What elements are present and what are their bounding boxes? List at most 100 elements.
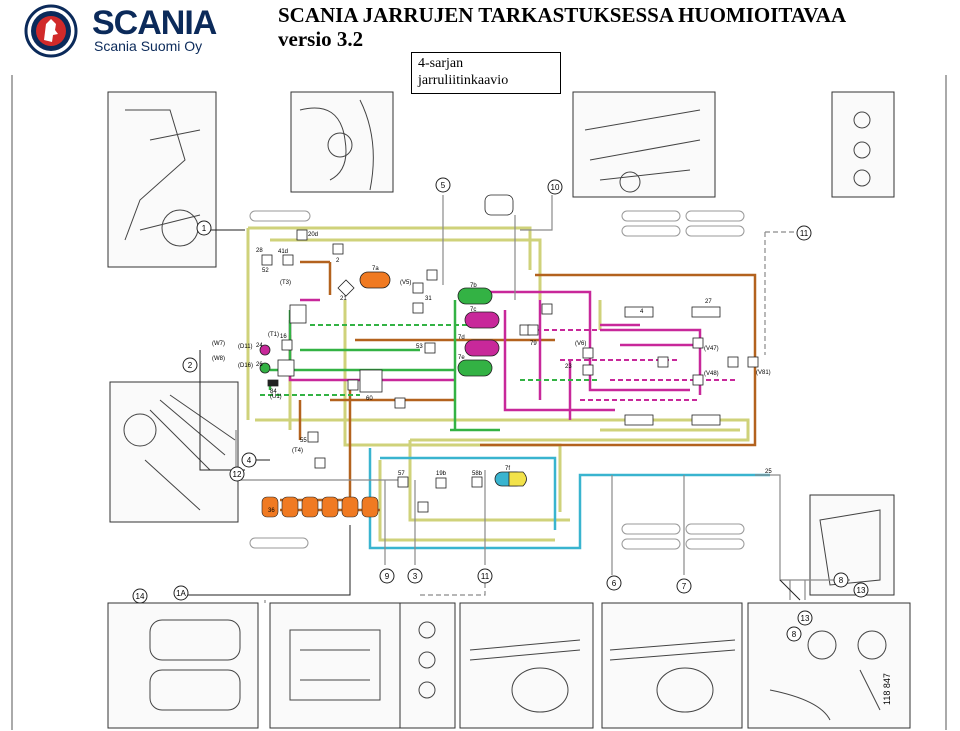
- detail-trailer-coupling: [809, 494, 895, 596]
- component-labels: 7a 7b 7c 7d 7e 7f 20d 28 52 41d 16 55 4 …: [256, 232, 772, 514]
- label-16: 16: [280, 334, 287, 340]
- header: SCANIA Scania Suomi Oy SCANIA JARRUJEN T…: [0, 0, 960, 80]
- blank-label-pills: [249, 210, 745, 550]
- callout-5: 5: [441, 181, 446, 190]
- label-23: 23: [565, 364, 572, 370]
- callout-3: 3: [413, 572, 418, 581]
- callout-circles: [132, 177, 869, 642]
- label-52: 52: [262, 268, 269, 274]
- tank-magenta-1: [464, 311, 500, 329]
- label-57: 57: [398, 471, 405, 477]
- bellows-housing: [484, 194, 514, 216]
- label-25: 25: [765, 469, 772, 475]
- caption-box: 4-sarjan jarruliitinkaavio: [411, 52, 561, 94]
- callout-numbers: 1 5 10 11 2 4 12 9 3 11 6 7 8 13 14 1A 8…: [136, 181, 866, 639]
- line-green-dashed: [260, 324, 600, 396]
- label-w7: (W7): [212, 341, 225, 347]
- callout-1: 1: [202, 224, 207, 233]
- callout-10: 10: [551, 183, 560, 192]
- label-t4: (T4): [292, 448, 303, 454]
- label-d16: (D16): [238, 363, 253, 369]
- label-tank-7d: 7d: [458, 335, 465, 341]
- label-26: 26: [256, 362, 263, 368]
- tank-green-top: [457, 287, 493, 305]
- callout-11-bottom: 11: [481, 572, 490, 581]
- air-tanks: [359, 194, 527, 487]
- detail-brake-chamber-right: [601, 602, 743, 729]
- label-tank-7f: 7f: [505, 466, 510, 472]
- label-36: 36: [268, 508, 275, 514]
- label-tank-7c: 7c: [470, 307, 476, 313]
- callout-13: 13: [857, 586, 866, 595]
- label-tank-7a: 7a: [372, 266, 379, 272]
- label-4: 4: [640, 309, 644, 315]
- callout-2: 2: [188, 361, 193, 370]
- label-2: 2: [336, 258, 340, 264]
- detail-cable-harness: [109, 381, 239, 523]
- side-labels: (W7) (W8) (D11) (D16) (T1) (T4) (T3) (V5…: [212, 280, 771, 454]
- drawing-number: 118 847: [882, 673, 892, 705]
- tank-orange: [359, 271, 391, 289]
- valves: [259, 229, 759, 513]
- line-gray-dashed: [264, 231, 800, 603]
- brand-subtitle: Scania Suomi Oy: [94, 38, 203, 54]
- detail-valve-mount: [572, 91, 716, 198]
- label-t1: (T1): [268, 332, 279, 338]
- label-84: 84: [270, 389, 277, 395]
- label-79: 79: [530, 341, 537, 347]
- line-yellow: [246, 226, 750, 542]
- label-31: 31: [425, 296, 432, 302]
- caption-line-1: 4-sarjan: [418, 56, 464, 71]
- detail-brake-chamber-left: [459, 602, 594, 729]
- detail-images: [107, 91, 911, 729]
- detail-engine-block: [269, 602, 401, 729]
- callout-14: 14: [136, 592, 145, 601]
- label-w8: (W8): [212, 356, 225, 362]
- callout-11: 11: [800, 229, 809, 238]
- callout-8: 8: [839, 576, 844, 585]
- line-gray: [235, 195, 850, 600]
- line-magenta: [288, 290, 702, 420]
- detail-gauge-kit: [747, 602, 911, 729]
- label-v48: (V48): [704, 371, 719, 377]
- detail-test-ports: [399, 602, 456, 729]
- callout-12: 12: [233, 470, 242, 479]
- detail-connector-block: [831, 91, 895, 198]
- label-v5: (V5): [400, 280, 411, 286]
- callout-8-bottom: 8: [792, 630, 797, 639]
- label-v81: (V81): [756, 370, 771, 376]
- document-title: SCANIA JARRUJEN TARKASTUKSESSA HUOMIOITA…: [278, 3, 847, 27]
- callout-1a: 1A: [176, 589, 186, 598]
- label-v6: (V6): [575, 341, 586, 347]
- callout-6: 6: [612, 579, 617, 588]
- label-v47: (V47): [704, 346, 719, 352]
- brand-name: SCANIA: [92, 4, 217, 42]
- detail-air-tanks: [107, 602, 259, 729]
- tank-magenta-2: [464, 339, 500, 357]
- frame-lines: [11, 75, 947, 730]
- label-60: 60: [366, 396, 373, 402]
- brake-chambers: [261, 496, 379, 518]
- line-green: [268, 300, 500, 432]
- line-brown: [280, 260, 757, 512]
- caption-line-2: jarruliitinkaavio: [418, 73, 509, 88]
- label-21: 21: [340, 296, 347, 302]
- detail-wheel-arch: [290, 91, 394, 193]
- label-28: 28: [256, 248, 263, 254]
- label-19b: 19b: [436, 471, 447, 477]
- label-t3: (T3): [280, 280, 291, 286]
- detail-cab-pedal: [107, 91, 217, 268]
- tank-cyan-yellow: [494, 471, 524, 487]
- label-tank-7e: 7e: [458, 355, 465, 361]
- line-black: [139, 229, 801, 603]
- callout-4: 4: [247, 456, 252, 465]
- manifold-block: [359, 369, 383, 393]
- line-cyan: [368, 448, 770, 550]
- label-58b: 58b: [472, 471, 483, 477]
- tank-green-bottom: [457, 359, 493, 377]
- label-55: 55: [300, 438, 307, 444]
- line-magenta-dashed: [520, 329, 735, 401]
- label-u1: (U1): [270, 394, 282, 400]
- label-41d: 41d: [278, 249, 288, 255]
